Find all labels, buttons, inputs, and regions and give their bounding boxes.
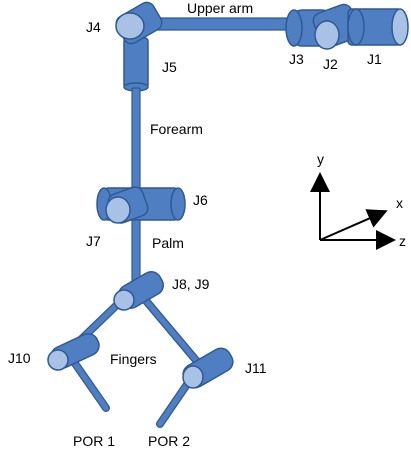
upper-arm-link	[144, 17, 306, 31]
label-j6: J6	[193, 192, 208, 208]
forearm-link	[131, 87, 141, 193]
joint-j11	[182, 347, 234, 389]
label-j1: J1	[367, 51, 382, 67]
joint-j4	[115, 1, 163, 45]
fingertip-left-link	[70, 358, 110, 412]
x-axis-arrow	[319, 209, 388, 241]
label-fingers: Fingers	[110, 351, 157, 367]
finger-right-link	[138, 292, 204, 369]
label-j8-j9: J8, J9	[172, 276, 210, 292]
label-palm: Palm	[152, 235, 184, 251]
label-por1: POR 1	[73, 433, 115, 449]
coordinate-axes: y x z	[310, 151, 406, 250]
label-upper-arm: Upper arm	[187, 0, 253, 16]
label-j3: J3	[289, 51, 304, 67]
label-por2: POR 2	[148, 433, 190, 449]
z-axis-label: z	[399, 233, 406, 249]
x-axis-label: x	[396, 195, 403, 211]
joint-j8-j9	[113, 271, 165, 311]
label-j11: J11	[245, 360, 267, 376]
joint-j7	[105, 186, 149, 224]
joint-j10	[47, 333, 100, 371]
label-j7: J7	[86, 233, 101, 249]
label-j10: J10	[8, 350, 31, 366]
label-forearm: Forearm	[150, 121, 203, 137]
label-j2: J2	[323, 56, 338, 72]
joint-j5	[123, 37, 149, 92]
palm-link	[131, 219, 141, 283]
label-j5: J5	[162, 59, 177, 75]
joint-j1	[347, 8, 409, 46]
fingertip-right-link	[156, 376, 194, 428]
label-j4: J4	[86, 19, 101, 35]
y-axis-label: y	[317, 151, 324, 167]
